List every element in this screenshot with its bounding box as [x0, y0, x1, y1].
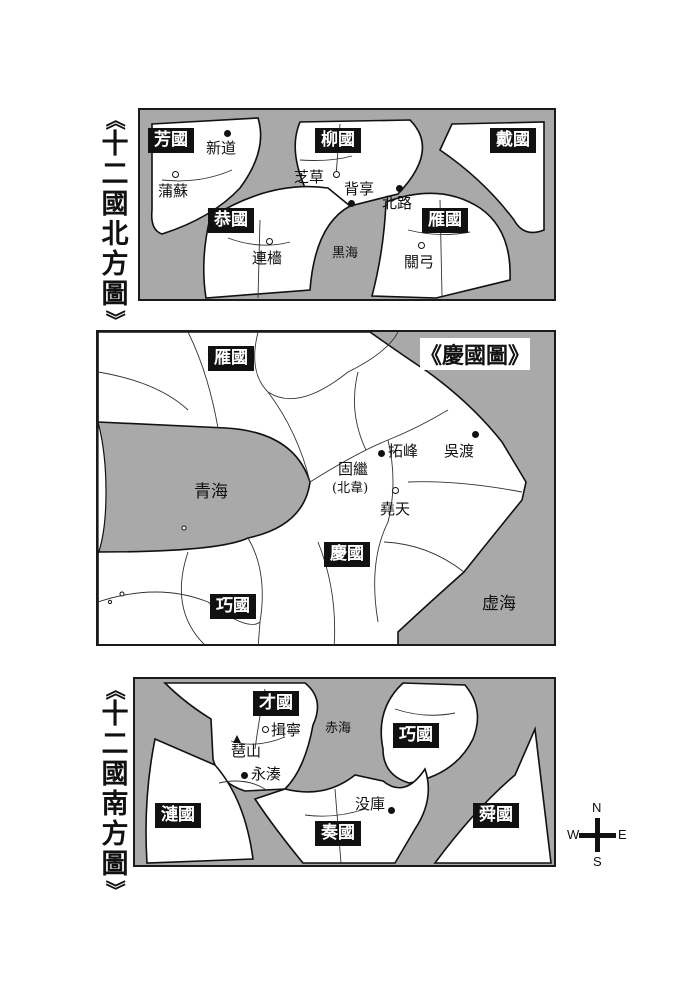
city-beilu-marker [396, 185, 403, 192]
north-map: 芳國 柳國 戴國 恭國 雁國 新道 蒲蘇 芝草 背享 北路 連檣 關弓 黒海 [138, 108, 556, 301]
qinghai-sea-label: 青海 [194, 482, 228, 502]
compass-east-label: E [618, 827, 627, 842]
city-yining-marker [262, 726, 269, 733]
xuhai-sea-label: 虚海 [482, 594, 516, 614]
north-map-terrain [150, 117, 545, 299]
city-tuofeng-marker [378, 450, 385, 457]
city-xindao-marker [224, 130, 231, 137]
kingdom-kyo-label: 恭國 [208, 208, 254, 233]
south-map-title: 《 十 二 國 南 方 圖 》 [101, 680, 129, 900]
kingdom-en-label: 雁國 [208, 346, 254, 371]
kingdom-ren-label: 漣國 [155, 803, 201, 828]
city-lianqiang-label: 連檣 [252, 249, 283, 267]
city-yaotian-marker [392, 487, 399, 494]
city-beixiang-label: 背享 [344, 180, 375, 198]
kingdom-sou-label: 奏國 [315, 821, 361, 846]
city-guangong-label: 關弓 [404, 253, 435, 271]
compass-west-label: W [567, 827, 580, 842]
city-guji-label: 固繼 [338, 460, 369, 478]
mount-pishan-label: 琶山 [231, 742, 262, 760]
kei-landmass [98, 332, 527, 644]
kei-map-title: 《慶國圖》 [420, 338, 531, 370]
ren-landmass [145, 737, 254, 864]
kei-map: 《慶國圖》 雁國 慶國 巧國 拓峰 吳渡 固繼 (北韋) 堯天 青海 虚海 [96, 330, 556, 646]
city-moku-label: 没庫 [355, 795, 386, 813]
city-zhicao-marker [333, 171, 340, 178]
sou-landmass [253, 767, 430, 864]
compass-rose: N S W E [567, 800, 629, 870]
kingdom-kou-label: 巧國 [393, 723, 439, 748]
compass-south-label: S [593, 854, 602, 869]
kingdom-fang-label: 芳國 [148, 128, 194, 153]
kingdom-sai-label: 才國 [253, 691, 299, 716]
kingdom-en-label: 雁國 [422, 208, 468, 233]
city-beiwei-label: (北韋) [332, 481, 369, 496]
city-xindao-label: 新道 [206, 139, 237, 157]
city-pusu-label: 蒲蘇 [158, 182, 189, 200]
compass-north-label: N [592, 800, 602, 815]
city-yaotian-label: 堯天 [380, 500, 411, 518]
kingdom-kou-label: 巧國 [210, 594, 256, 619]
city-wudu-label: 吳渡 [444, 442, 475, 460]
kei-map-terrain [98, 332, 527, 644]
city-beixiang-marker [348, 200, 355, 207]
city-yongcou-label: 永湊 [251, 765, 282, 783]
kingdom-dai-label: 戴國 [490, 128, 536, 153]
city-zhicao-label: 芝草 [294, 168, 325, 186]
mount-pishan-marker [233, 735, 241, 743]
city-pusu-marker [172, 171, 179, 178]
kyo-landmass [202, 185, 352, 299]
shun-landmass [433, 725, 552, 864]
city-moku-marker [388, 807, 395, 814]
red-sea-label: 赤海 [325, 721, 352, 736]
north-map-title: 《 十 二 國 北 方 圖 》 [101, 110, 129, 330]
city-yongcou-marker [241, 772, 248, 779]
city-yining-label: 揖寧 [271, 721, 302, 739]
city-tuofeng-label: 拓峰 [388, 442, 419, 460]
kingdom-shun-label: 舜國 [473, 803, 519, 828]
black-sea-label: 黒海 [332, 246, 359, 261]
south-map: 才國 巧國 漣國 奏國 舜國 揖寧 琶山 永湊 没庫 赤海 [133, 677, 556, 867]
compass-cross-icon [579, 818, 616, 852]
city-guangong-marker [418, 242, 425, 249]
city-beilu-label: 北路 [382, 194, 413, 212]
city-lianqiang-marker [266, 238, 273, 245]
city-wudu-marker [472, 431, 479, 438]
kingdom-kei-label: 慶國 [324, 542, 370, 567]
kingdom-liu-label: 柳國 [315, 128, 361, 153]
